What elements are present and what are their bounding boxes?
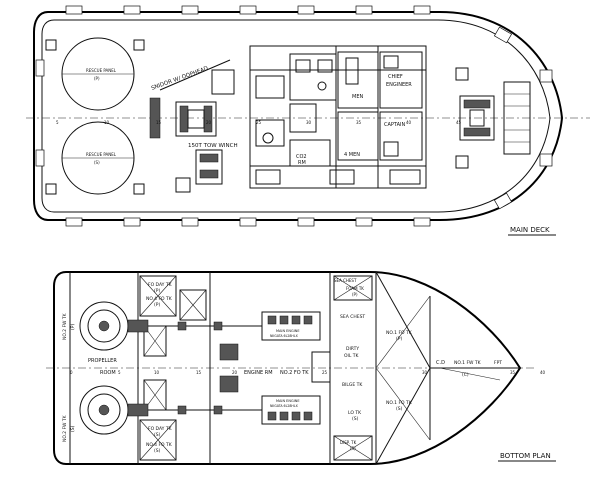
frame-number: 35 xyxy=(510,370,516,375)
frame-number: 30 xyxy=(306,120,312,125)
sea-chest-mid-label: SEA CHEST xyxy=(340,314,365,320)
rescue-panel-stbd-label: RESCUE PANEL xyxy=(86,152,117,157)
fo4-p-label: NO.4 FO TK xyxy=(146,296,173,302)
dirty-oil-label: DIRTY xyxy=(346,346,359,352)
fo4-s-side: (S) xyxy=(154,448,161,454)
rescue-panel-stbd-side: (S) xyxy=(94,160,100,165)
bilge-tk-label: BILGE TK xyxy=(342,382,363,388)
fo-day-s-side: (S) xyxy=(154,432,161,438)
bottom-plan-hull xyxy=(53,271,522,465)
disp-tk-label: DISP. TK xyxy=(340,440,357,445)
frame-number: 15 xyxy=(196,370,202,375)
frame-number: 35 xyxy=(356,120,362,125)
rescue-panel-port-side: (P) xyxy=(94,76,100,81)
main-engines xyxy=(219,311,331,425)
fw2-s-side: (S) xyxy=(70,425,76,432)
main-deck-hull-outer xyxy=(33,11,564,221)
fo-day-p-side: (P) xyxy=(154,288,160,294)
fw2-s-label: NO.2 FW TK xyxy=(62,414,68,442)
dirty-oil-label-2: OIL TK xyxy=(344,353,360,359)
main-deck-frame-numbers: 5 10 15 20 25 30 35 40 45 xyxy=(56,120,462,125)
fo1-s-side: (S) xyxy=(396,406,403,412)
propeller-label: PROPELLER xyxy=(88,358,117,364)
lo-tk-label: LO TK xyxy=(348,410,362,416)
frame-number: 45 xyxy=(456,120,462,125)
frame-number: 0 xyxy=(70,370,73,375)
engineer-label: ENGINEER xyxy=(386,82,412,88)
bottom-plan-caption: BOTTOM PLAN xyxy=(500,452,551,460)
frame-number: 5 xyxy=(118,370,121,375)
windlass xyxy=(455,67,531,169)
main-deck-hull-inner xyxy=(41,19,551,213)
lo-tk-side: (S) xyxy=(352,416,359,422)
fo-day-p-label: FO DAY TK xyxy=(148,282,173,288)
frame-number: 20 xyxy=(206,120,212,125)
rescue-panel-port-label: RESCUE PANEL xyxy=(86,68,117,73)
propeller-units xyxy=(79,301,149,435)
frame-number: 40 xyxy=(540,370,546,375)
fo4-s-label: NO.4 FO TK xyxy=(146,442,173,448)
bottom-plan: FO DAY TK (P) NO.4 FO TK (P) FO DAY TK (… xyxy=(46,271,556,465)
four-men-label: 4 MEN xyxy=(344,152,360,158)
fo2-label: NO.2 FO TK xyxy=(280,370,309,376)
room-label: ROOM xyxy=(100,370,116,376)
men-top-label: MEN xyxy=(352,94,363,100)
main-engine-bot-label: MAIN ENGINE xyxy=(276,399,300,403)
fo4-p-side: (P) xyxy=(154,302,160,308)
captain-label: CAPTAIN xyxy=(384,122,405,128)
co2-label: CO2 xyxy=(296,154,307,160)
fo1-s-label: NO.1 FO TK xyxy=(386,400,413,406)
winch-note-label: SNIDOR W/ OOPHEAD xyxy=(151,66,209,92)
engine-rm-label: ENGINE RM xyxy=(244,370,273,376)
main-deck-caption: MAIN DECK xyxy=(510,226,550,234)
disp-tk-side: (S) xyxy=(350,446,356,451)
fpt-label: FPT xyxy=(494,360,502,366)
sea-chest-top-label: SEA CHEST xyxy=(334,278,357,283)
fo1-p-side: (P) xyxy=(396,336,402,342)
bottom-plan-frame-numbers: 0 5 10 15 20 25 30 35 40 xyxy=(70,370,546,375)
frame-number: 15 xyxy=(156,120,162,125)
frame-number: 25 xyxy=(256,120,262,125)
tow-winch-label: 150T TOW WINCH xyxy=(188,143,238,149)
foam-tk-side: (P) xyxy=(352,292,358,297)
tank-crosses xyxy=(139,271,501,461)
fo-day-s-label: FO DAY TK xyxy=(148,426,173,432)
main-engine-top-sub: NIIGATA 6L28HLX xyxy=(270,334,299,338)
frame-number: 10 xyxy=(104,120,110,125)
fw1-side: (C) xyxy=(462,372,469,378)
main-deck-fenders xyxy=(35,5,553,227)
foam-tk-label: FOAM TK xyxy=(346,286,364,291)
frame-number: 10 xyxy=(154,370,160,375)
chief-label: CHIEF xyxy=(388,74,403,80)
co2-rm-label: RM xyxy=(298,160,306,166)
main-engine-bot-sub: NIIGATA 6L28HLX xyxy=(270,404,299,408)
tow-winch-assembly xyxy=(149,59,235,193)
frame-number: 25 xyxy=(322,370,328,375)
main-deck-plan: RESCUE PANEL (P) RESCUE PANEL (S) SNIDOR… xyxy=(26,5,590,236)
fw2-p-label: NO.2 FW TK xyxy=(62,312,68,340)
fo1-p-label: NO.1 FO TK xyxy=(386,330,413,336)
frame-number: 40 xyxy=(406,120,412,125)
fw2-p-side: (P) xyxy=(70,324,76,330)
frame-number: 30 xyxy=(422,370,428,375)
cd-label: C.D xyxy=(436,360,445,366)
fw1-label: NO.1 FW TK xyxy=(454,360,482,366)
deckhouse xyxy=(249,45,427,189)
frame-number: 5 xyxy=(56,120,59,125)
frame-number: 20 xyxy=(232,370,238,375)
main-engine-top-label: MAIN ENGINE xyxy=(276,329,300,333)
